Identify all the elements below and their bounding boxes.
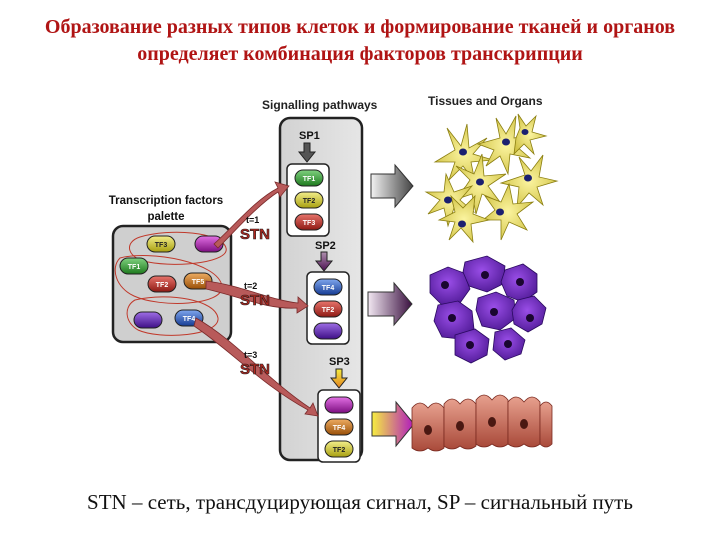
palette-tf2: TF2 bbox=[147, 275, 177, 293]
stn-label-3: STN bbox=[240, 361, 270, 378]
group3-tf2: TF2 bbox=[324, 440, 354, 458]
t1-label: t=1 bbox=[246, 215, 259, 225]
svg-text:TF2: TF2 bbox=[322, 307, 335, 314]
group1-tf2: TF2 bbox=[294, 191, 324, 209]
stn-arrow-3 bbox=[193, 317, 319, 417]
yellow-cell-nuclei bbox=[444, 129, 532, 228]
palette-selection-loop-1 bbox=[129, 231, 227, 265]
palette-tf5: TF5 bbox=[183, 272, 213, 290]
palette-tf-red-top bbox=[194, 235, 224, 253]
tissues-organs-label: Tissues and Organs bbox=[428, 94, 543, 108]
group2-tf-purple bbox=[313, 322, 343, 340]
palette-selection-loop-2 bbox=[114, 255, 223, 304]
sp1-arrow bbox=[297, 142, 317, 163]
tissue-arrow-1 bbox=[370, 163, 414, 209]
t3-label: t=3 bbox=[244, 350, 257, 360]
group2-tf2: TF2 bbox=[313, 300, 343, 318]
palette-label-line2: palette bbox=[147, 211, 184, 223]
svg-text:TF4: TF4 bbox=[333, 425, 346, 432]
sp3-label: SP3 bbox=[329, 356, 350, 368]
sp1-label: SP1 bbox=[299, 130, 320, 142]
stn-arrow-2 bbox=[205, 280, 309, 314]
t2-label: t=2 bbox=[244, 281, 257, 291]
group1-tf1: TF1 bbox=[294, 169, 324, 187]
stn-arrow-1 bbox=[213, 181, 290, 249]
purple-cell-tissue bbox=[429, 255, 547, 364]
palette-selection-loop-3 bbox=[126, 296, 219, 336]
palette-tf-purple bbox=[133, 311, 163, 329]
epithelial-cell-tissue bbox=[411, 394, 553, 452]
svg-text:TF4: TF4 bbox=[183, 316, 196, 323]
svg-text:TF2: TF2 bbox=[303, 198, 316, 205]
palette-tf1: TF1 bbox=[119, 257, 149, 275]
sp3-arrow bbox=[329, 368, 349, 389]
stn-label-1: STN bbox=[240, 226, 270, 243]
svg-text:TF3: TF3 bbox=[303, 220, 316, 227]
palette-label-line1: Transcription factors bbox=[109, 195, 223, 207]
group3-tf4: TF4 bbox=[324, 418, 354, 436]
sp2-label: SP2 bbox=[315, 240, 336, 252]
yellow-neuron-tissue bbox=[424, 113, 559, 244]
group3-tf-magenta bbox=[324, 396, 354, 414]
signalling-pathways-label: Signalling pathways bbox=[262, 98, 378, 112]
svg-text:TF2: TF2 bbox=[156, 282, 169, 289]
purple-cell-nuclei bbox=[441, 271, 534, 349]
svg-text:TF4: TF4 bbox=[322, 285, 335, 292]
group1-tf3: TF3 bbox=[294, 213, 324, 231]
tissue-arrow-2 bbox=[367, 281, 413, 327]
slide-caption: STN – сеть, трансдуцирующая сигнал, SP –… bbox=[87, 490, 633, 514]
epithelial-cell-nuclei bbox=[424, 417, 528, 435]
group2-tf4: TF4 bbox=[313, 278, 343, 296]
svg-text:TF1: TF1 bbox=[128, 264, 141, 271]
tissue-arrow-3 bbox=[371, 400, 415, 448]
stn-label-2: STN bbox=[240, 292, 270, 309]
svg-text:TF2: TF2 bbox=[333, 447, 346, 454]
svg-text:TF3: TF3 bbox=[155, 242, 168, 249]
palette-tf3: TF3 bbox=[146, 235, 176, 253]
svg-text:TF5: TF5 bbox=[192, 279, 205, 286]
slide-title: Образование разных типов клеток и формир… bbox=[44, 16, 676, 65]
sp2-arrow bbox=[314, 251, 334, 272]
svg-text:TF1: TF1 bbox=[303, 176, 316, 183]
